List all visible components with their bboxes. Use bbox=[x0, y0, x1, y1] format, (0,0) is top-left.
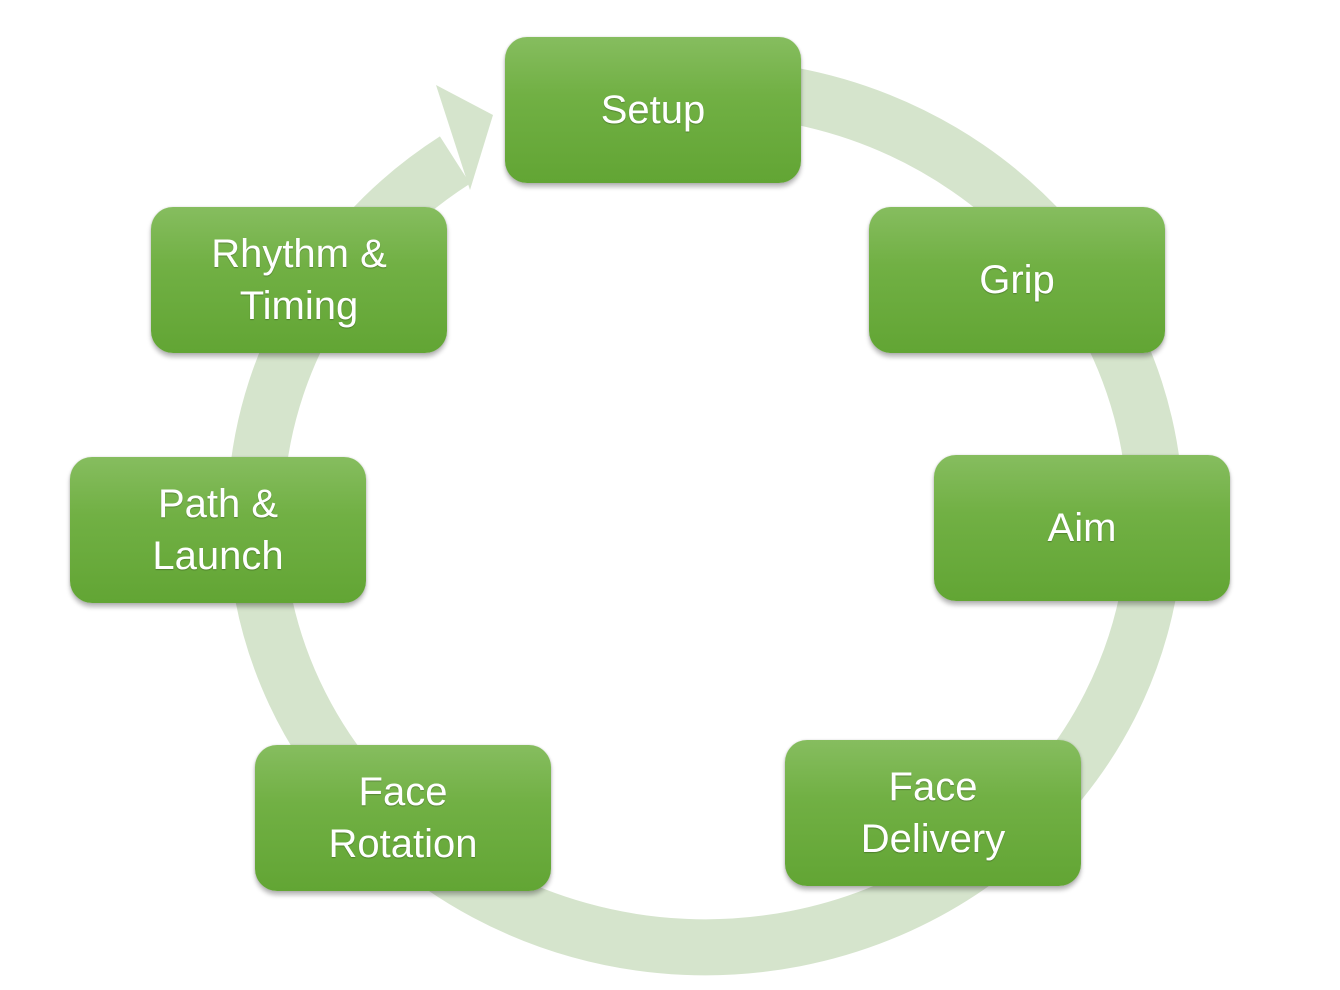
cycle-arrowhead-icon bbox=[436, 85, 493, 190]
step-face-rotation-label: Face Rotation bbox=[328, 770, 478, 866]
step-path-launch-label: Path & Launch bbox=[152, 482, 284, 578]
step-aim: Aim bbox=[934, 455, 1230, 601]
step-path-launch: Path & Launch bbox=[70, 457, 366, 603]
step-rhythm-timing: Rhythm & Timing bbox=[151, 207, 447, 353]
step-face-delivery-label: Face Delivery bbox=[860, 765, 1006, 861]
step-aim-label: Aim bbox=[1047, 506, 1117, 550]
step-rhythm-timing-label: Rhythm & Timing bbox=[211, 232, 387, 328]
step-setup: Setup bbox=[505, 37, 801, 183]
step-face-rotation: Face Rotation bbox=[255, 745, 551, 891]
step-grip-label: Grip bbox=[979, 258, 1055, 302]
step-face-delivery: Face Delivery bbox=[785, 740, 1081, 886]
step-grip: Grip bbox=[869, 207, 1165, 353]
step-setup-label: Setup bbox=[600, 88, 706, 132]
